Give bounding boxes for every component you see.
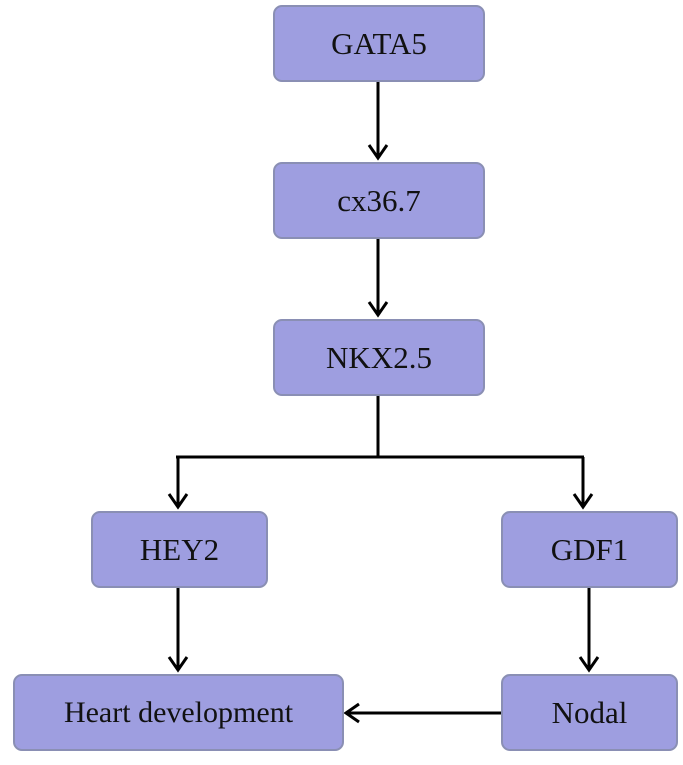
edge-nodal-to-heart-development bbox=[343, 702, 501, 724]
edge-gata5-to-cx36-7 bbox=[367, 82, 389, 161]
edge-gdf1-to-nodal bbox=[578, 588, 600, 673]
node-gdf1-label: GDF1 bbox=[550, 531, 629, 567]
node-heart-development: Heart development bbox=[13, 674, 344, 751]
node-gata5: GATA5 bbox=[273, 5, 485, 82]
node-nkx2-5-label: NKX2.5 bbox=[326, 339, 432, 375]
node-gdf1: GDF1 bbox=[501, 511, 678, 588]
node-nkx2-5: NKX2.5 bbox=[273, 319, 485, 396]
node-nodal-label: Nodal bbox=[551, 694, 628, 730]
edge-hey2-to-heart-development bbox=[167, 588, 189, 673]
edge-cx36-7-to-nkx2-5 bbox=[367, 239, 389, 318]
node-heart-development-label: Heart development bbox=[63, 695, 294, 729]
edge-nkx2-5-branch bbox=[176, 396, 584, 459]
edge-nkx2-5-to-gdf1 bbox=[572, 457, 594, 510]
node-hey2-label: HEY2 bbox=[139, 531, 220, 567]
node-gata5-label: GATA5 bbox=[331, 25, 427, 61]
node-nodal: Nodal bbox=[501, 674, 678, 751]
node-hey2: HEY2 bbox=[91, 511, 268, 588]
node-cx36-7-label: cx36.7 bbox=[337, 182, 421, 218]
edge-nkx2-5-to-hey2 bbox=[167, 457, 189, 510]
node-cx36-7: cx36.7 bbox=[273, 162, 485, 239]
